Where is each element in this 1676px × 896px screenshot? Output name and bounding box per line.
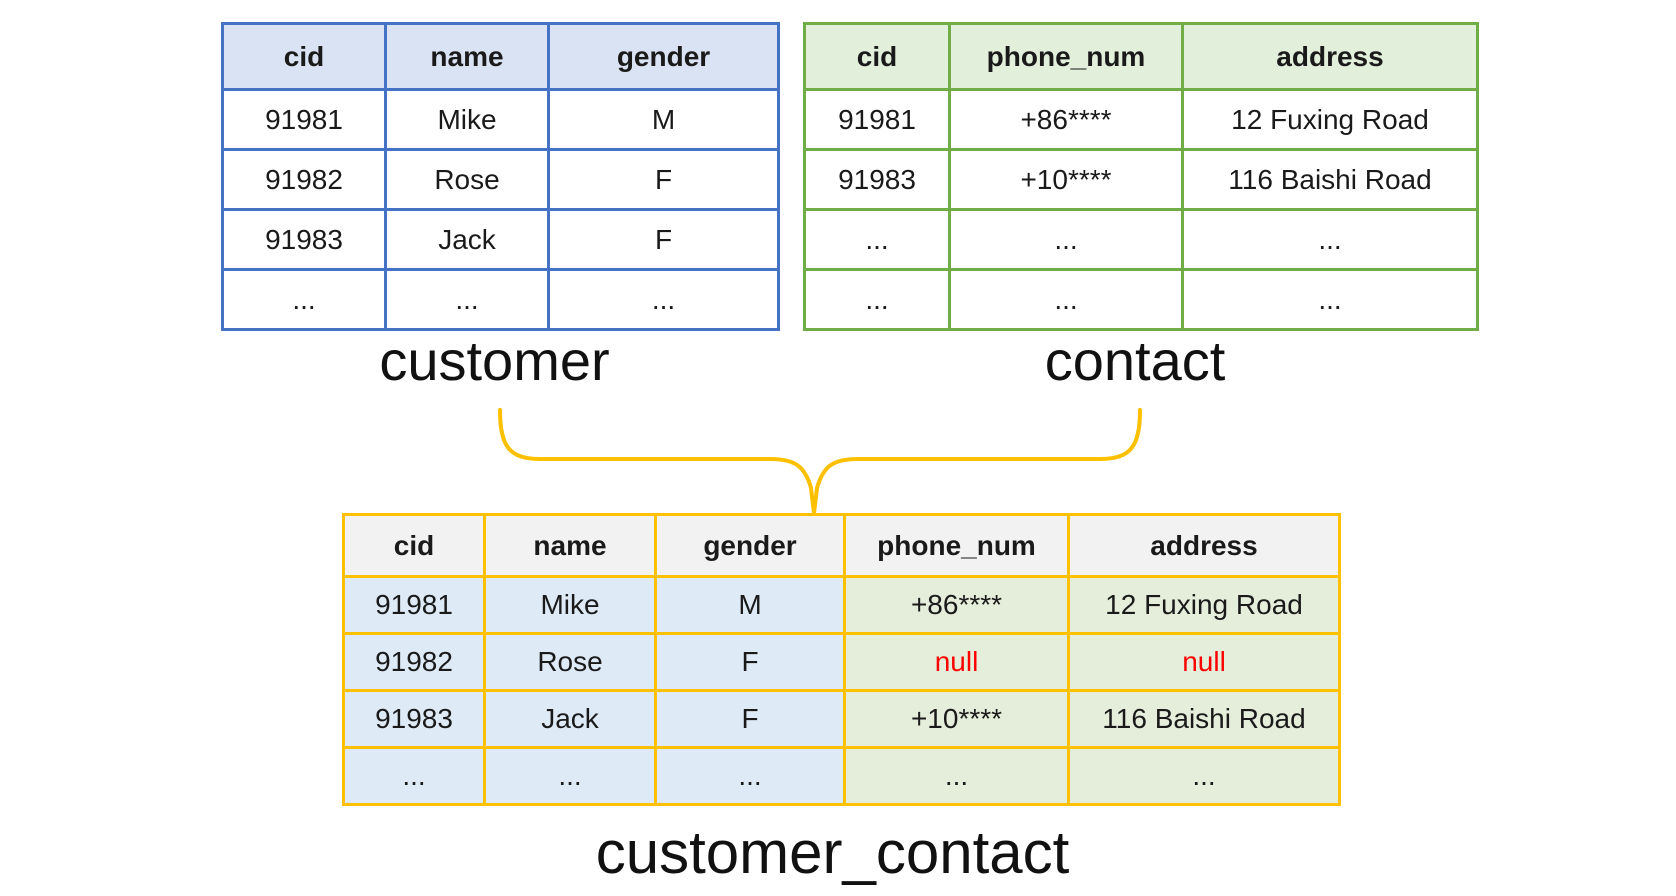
table-cell: Rose bbox=[483, 632, 657, 692]
table-row: 91983+10****116 Baishi Road bbox=[803, 148, 1479, 211]
table-cell: ... bbox=[1067, 746, 1341, 806]
table-cell: F bbox=[654, 689, 846, 749]
table-cell: ... bbox=[1181, 208, 1479, 271]
table-row: ......... bbox=[221, 268, 780, 331]
table-cell: ... bbox=[483, 746, 657, 806]
table-cell: 116 Baishi Road bbox=[1067, 689, 1341, 749]
table-row: ......... bbox=[803, 268, 1479, 331]
table-cell: ... bbox=[547, 268, 780, 331]
table-cell: ... bbox=[948, 208, 1184, 271]
table-cell: 91983 bbox=[803, 148, 951, 211]
column-header: name bbox=[384, 22, 550, 91]
table-cell: Rose bbox=[384, 148, 550, 211]
column-header: phone_num bbox=[843, 513, 1070, 578]
table-cell: 91983 bbox=[221, 208, 387, 271]
column-header: gender bbox=[547, 22, 780, 91]
table-cell: 91982 bbox=[221, 148, 387, 211]
column-header: cid bbox=[803, 22, 951, 91]
column-header: address bbox=[1067, 513, 1341, 578]
table-cell: ... bbox=[384, 268, 550, 331]
table-cell: 91981 bbox=[803, 88, 951, 151]
table-cell: +86**** bbox=[843, 575, 1070, 635]
table-cell: ... bbox=[948, 268, 1184, 331]
column-header: phone_num bbox=[948, 22, 1184, 91]
table-row: ......... bbox=[803, 208, 1479, 271]
table-cell: +10**** bbox=[843, 689, 1070, 749]
table-cell: +10**** bbox=[948, 148, 1184, 211]
table-cell: 91981 bbox=[342, 575, 486, 635]
customer-table-label: customer bbox=[379, 329, 610, 392]
table-cell: Jack bbox=[483, 689, 657, 749]
table-cell: F bbox=[547, 148, 780, 211]
table-cell: M bbox=[654, 575, 846, 635]
table-cell: ... bbox=[803, 208, 951, 271]
table-cell: F bbox=[654, 632, 846, 692]
table-cell: 91983 bbox=[342, 689, 486, 749]
table-cell: M bbox=[547, 88, 780, 151]
table-row: 91981+86****12 Fuxing Road bbox=[803, 88, 1479, 151]
column-header: address bbox=[1181, 22, 1479, 91]
column-header: gender bbox=[654, 513, 846, 578]
table-cell: F bbox=[547, 208, 780, 271]
table-cell: null bbox=[1067, 632, 1341, 692]
table-cell: 12 Fuxing Road bbox=[1181, 88, 1479, 151]
table-cell: ... bbox=[803, 268, 951, 331]
column-header: name bbox=[483, 513, 657, 578]
table-cell: Mike bbox=[483, 575, 657, 635]
customer-contact-table-label: customer_contact bbox=[595, 819, 1070, 886]
table-cell: ... bbox=[843, 746, 1070, 806]
table-row: ............... bbox=[342, 746, 1341, 806]
table-cell: 12 Fuxing Road bbox=[1067, 575, 1341, 635]
column-header: cid bbox=[342, 513, 486, 578]
table-cell: ... bbox=[342, 746, 486, 806]
table-cell: Mike bbox=[384, 88, 550, 151]
table-cell: 116 Baishi Road bbox=[1181, 148, 1479, 211]
table-cell: ... bbox=[654, 746, 846, 806]
table-cell: ... bbox=[1181, 268, 1479, 331]
column-header: cid bbox=[221, 22, 387, 91]
contact-table-label: contact bbox=[1044, 329, 1226, 392]
table-cell: null bbox=[843, 632, 1070, 692]
table-cell: 91982 bbox=[342, 632, 486, 692]
table-cell: 91981 bbox=[221, 88, 387, 151]
table-cell: Jack bbox=[384, 208, 550, 271]
table-cell: +86**** bbox=[948, 88, 1184, 151]
table-cell: ... bbox=[221, 268, 387, 331]
